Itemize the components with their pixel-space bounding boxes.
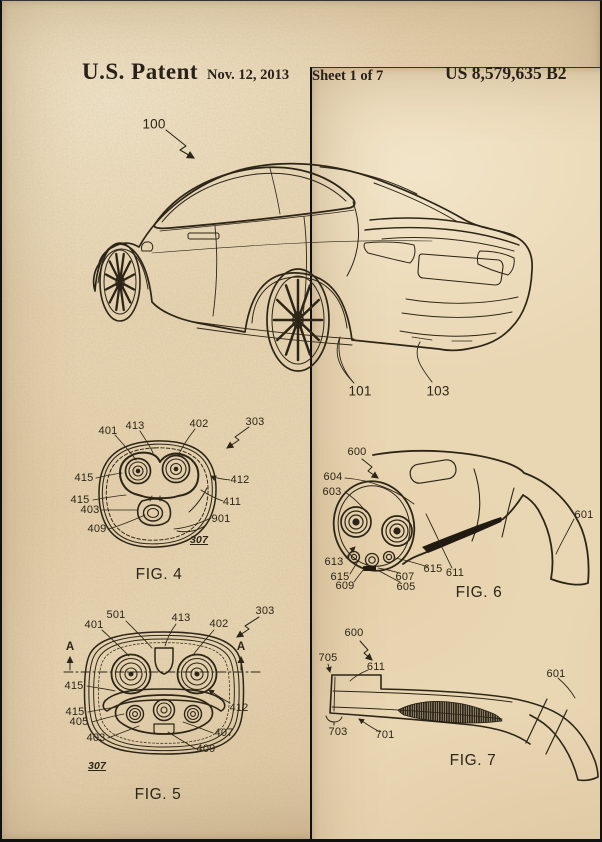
ref-label-405-fig5: 405 bbox=[69, 716, 89, 728]
ref-label-415a-fig4: 415 bbox=[74, 472, 94, 484]
ref-label-501-fig5: 501 bbox=[106, 609, 126, 621]
ref-label-615a-fig6: 615 bbox=[330, 571, 350, 583]
ref-label-411-fig4: 411 bbox=[222, 496, 242, 508]
ref-label-611-fig7: 611 bbox=[366, 661, 386, 673]
ref-label-615b-fig6: 615 bbox=[423, 563, 443, 575]
ref-label-605-fig6: 605 bbox=[396, 581, 416, 593]
ref-label-901-fig4: 901 bbox=[211, 513, 231, 525]
patent-number: US 8,579,635 B2 bbox=[445, 63, 567, 83]
ref-label-409-fig4: 409 bbox=[87, 523, 107, 535]
ref-label-403-fig5: 403 bbox=[86, 732, 106, 744]
ref-label-603-fig6: 603 bbox=[322, 486, 342, 498]
ref-label-604-fig6: 604 bbox=[323, 471, 343, 483]
ref-label-600-fig7: 600 bbox=[344, 627, 364, 639]
fig6-drawing bbox=[332, 449, 590, 586]
ref-label-600-fig6: 600 bbox=[347, 446, 367, 458]
section-marker-a-right: A bbox=[236, 641, 246, 653]
ref-label-609-fig6: 609 bbox=[335, 580, 355, 592]
ref-label-705-fig7: 705 bbox=[318, 652, 338, 664]
car-figure-drawing bbox=[92, 129, 533, 384]
ref-label-413-fig4: 413 bbox=[125, 420, 145, 432]
fig7-drawing bbox=[325, 640, 599, 782]
section-marker-a-left: A bbox=[65, 641, 75, 653]
fig5-caption: FIG. 5 bbox=[134, 786, 182, 803]
ref-label-401-fig5: 401 bbox=[84, 619, 104, 631]
fig5-drawing bbox=[63, 616, 261, 755]
ref-label-103: 103 bbox=[426, 383, 450, 399]
patent-title: U.S. Patent bbox=[82, 59, 199, 84]
ref-label-601-fig7: 601 bbox=[546, 668, 566, 680]
ref-label-303-fig4: 303 bbox=[245, 416, 265, 428]
patent-date: Nov. 12, 2013 bbox=[207, 67, 290, 83]
ref-label-601-fig6: 601 bbox=[574, 509, 594, 521]
ref-label-613-fig6: 613 bbox=[324, 556, 344, 568]
ref-label-100: 100 bbox=[142, 116, 166, 132]
ref-label-401-fig4: 401 bbox=[98, 425, 118, 437]
ref-label-412-fig5: 412 bbox=[229, 702, 249, 714]
ref-label-403-fig4: 403 bbox=[80, 504, 100, 516]
fig6-caption: FIG. 6 bbox=[455, 584, 503, 601]
fig7-caption: FIG. 7 bbox=[449, 752, 497, 769]
ref-label-607-fig6: 607 bbox=[395, 571, 415, 583]
ref-label-413-fig5: 413 bbox=[171, 612, 191, 624]
fig4-caption: FIG. 4 bbox=[135, 566, 183, 583]
ref-label-703-fig7: 703 bbox=[328, 726, 348, 738]
fig4-drawing bbox=[92, 426, 250, 548]
ref-label-415b-fig5: 415 bbox=[65, 706, 85, 718]
ref-label-611-fig6: 611 bbox=[445, 567, 465, 579]
ref-label-307-fig4: 307 bbox=[189, 534, 209, 546]
ref-label-407-fig5: 407 bbox=[214, 727, 234, 739]
ref-label-101: 101 bbox=[348, 383, 372, 399]
ref-label-402-fig4: 402 bbox=[189, 418, 209, 430]
ref-label-415a-fig5: 415 bbox=[64, 680, 84, 692]
ref-label-409-fig5: 409 bbox=[196, 743, 216, 755]
ref-label-307-fig5: 307 bbox=[87, 760, 107, 772]
ref-label-415b-fig4: 415 bbox=[70, 494, 90, 506]
ref-label-412-fig4: 412 bbox=[230, 474, 250, 486]
ref-label-402-fig5: 402 bbox=[209, 618, 229, 630]
ref-label-701-fig7: 701 bbox=[375, 729, 395, 741]
ref-label-303-fig5: 303 bbox=[255, 605, 275, 617]
